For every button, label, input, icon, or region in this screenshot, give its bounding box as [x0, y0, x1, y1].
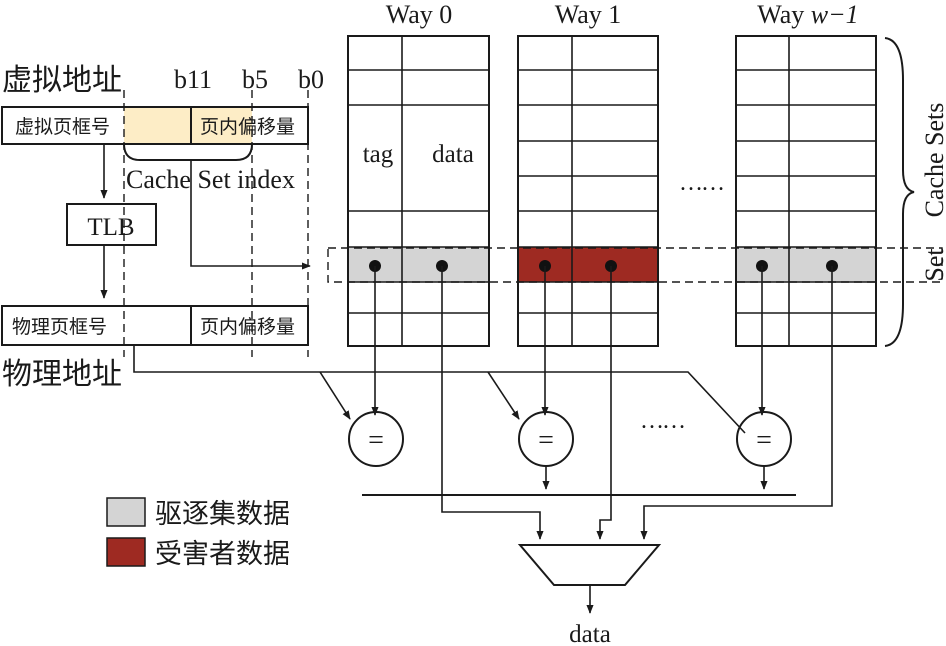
physical-offset-field: 页内偏移量 [200, 316, 295, 338]
set-index-bracket [123, 143, 253, 161]
set-selection-box [327, 247, 943, 283]
virtual-page-frame-field: 虚拟页框号 [15, 116, 110, 138]
legend-label-eviction: 驱逐集数据 [155, 499, 290, 529]
legend-swatch-eviction [106, 497, 146, 527]
svg-text:=: = [538, 425, 554, 456]
tag-label: tag [363, 141, 394, 168]
set-label: Set [920, 248, 946, 282]
physical-address-label: 物理地址 [2, 358, 122, 391]
legend: 驱逐集数据 受害者数据 [106, 497, 290, 569]
data-multiplexer [517, 544, 662, 586]
cache-way-1: Way 1 [517, 0, 659, 347]
physical-address-box [1, 305, 309, 346]
physical-page-frame-field: 物理页框号 [12, 316, 107, 338]
legend-label-victim: 受害者数据 [155, 539, 290, 569]
data-label: data [432, 141, 474, 168]
cache-sets-brace [884, 37, 915, 347]
way-title-last: Way w−1 [757, 0, 858, 29]
tlb-label: TLB [87, 214, 134, 241]
comparators-ellipsis: …… [640, 408, 684, 434]
ways-ellipsis: …… [679, 170, 723, 196]
cache-way-last: Way w−1 [735, 0, 877, 347]
svg-text:=: = [368, 425, 384, 456]
bit-label-b11: b11 [174, 65, 212, 94]
bit-label-b0: b0 [298, 65, 324, 94]
bit-label-b5: b5 [242, 65, 268, 94]
virtual-address-label: 虚拟地址 [2, 64, 122, 97]
svg-text:=: = [756, 425, 772, 456]
comparator-0: = [348, 411, 404, 467]
virtual-offset-field: 页内偏移量 [200, 116, 295, 138]
set-index-highlight [124, 107, 252, 144]
comparator-last: = [736, 411, 792, 467]
legend-swatch-victim [106, 537, 146, 567]
cache-set-index-label: Cache Set index [126, 165, 295, 194]
comparator-1: = [518, 411, 574, 467]
cache-way-0: Way 0 tag data [347, 0, 490, 347]
cache-sets-label: Cache Sets [920, 103, 946, 218]
way-title-1: Way 1 [555, 0, 622, 29]
output-data-label: data [569, 621, 611, 646]
virtual-address-box [1, 106, 309, 145]
way-title-0: Way 0 [386, 0, 453, 29]
tlb-box [66, 203, 157, 246]
